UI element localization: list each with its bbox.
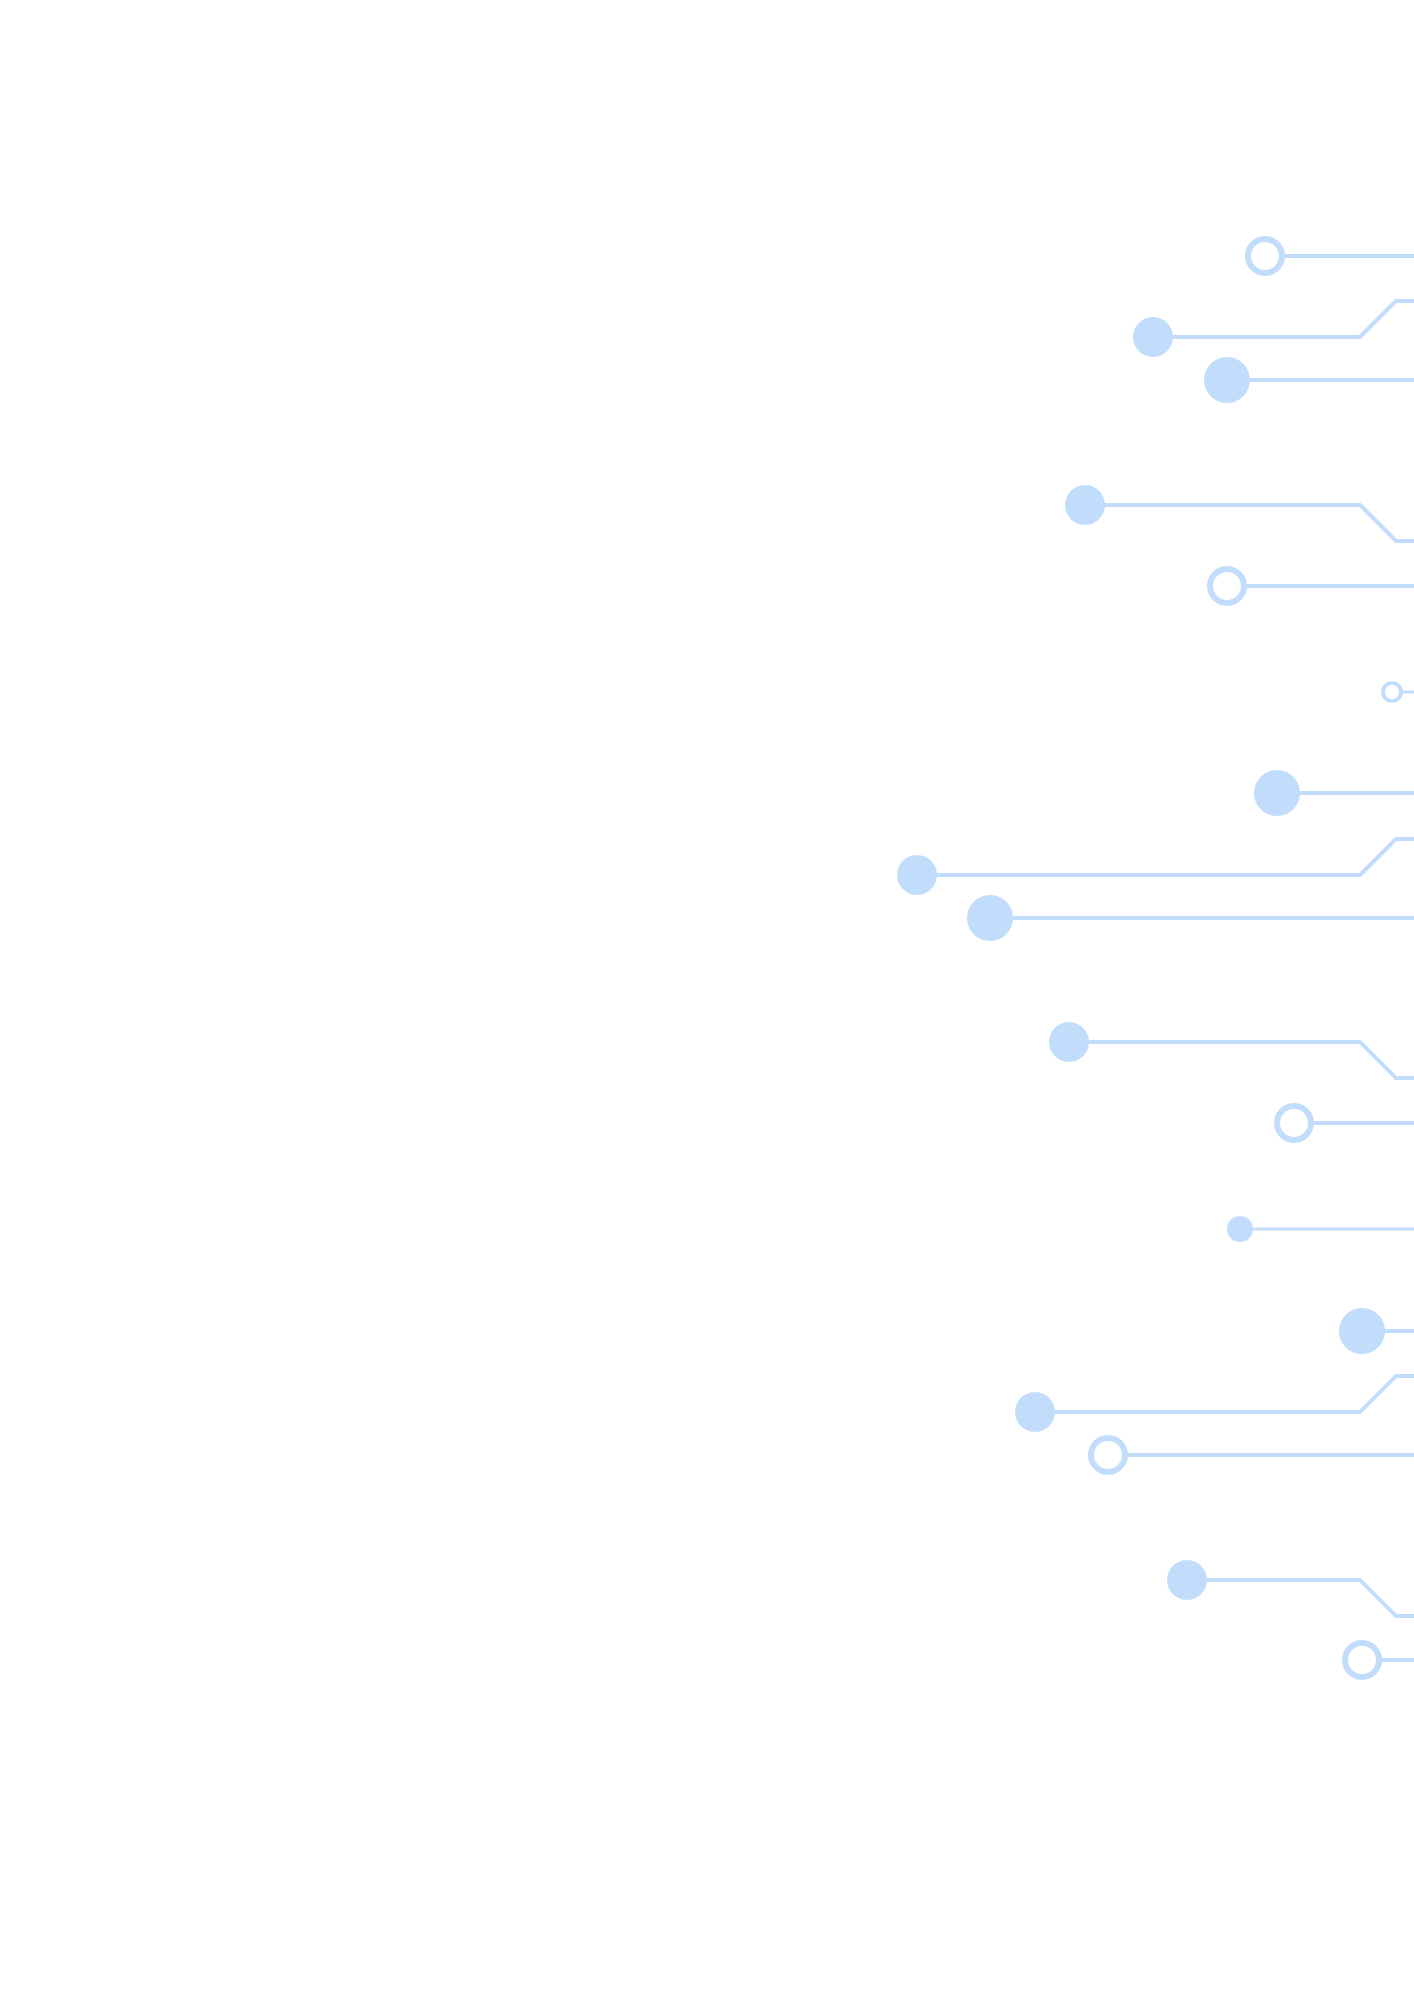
trace-node-dot <box>1204 357 1250 403</box>
trace-node-dot <box>1227 1216 1253 1242</box>
trace-node-ring <box>1245 236 1285 276</box>
trace-node-dot <box>967 895 1013 941</box>
trace-line <box>1153 299 1414 339</box>
trace-node-ring <box>1207 566 1247 606</box>
circuit-trace <box>1227 1216 1414 1242</box>
trace-node-ring <box>1381 681 1403 703</box>
circuit-trace <box>1088 1435 1414 1475</box>
trace-node-dot <box>897 855 937 895</box>
circuit-trace <box>1381 681 1414 703</box>
trace-line <box>917 837 1414 877</box>
circuit-trace <box>1207 566 1414 606</box>
trace-node-dot <box>1339 1308 1385 1354</box>
trace-node-dot <box>1049 1022 1089 1062</box>
circuit-trace <box>1339 1308 1414 1354</box>
trace-node-ring <box>1088 1435 1128 1475</box>
trace-line <box>1085 503 1414 543</box>
circuit-trace <box>1274 1103 1414 1143</box>
circuit-trace <box>1245 236 1414 276</box>
circuit-trace <box>897 837 1414 895</box>
trace-node-ring <box>1342 1640 1382 1680</box>
circuit-trace <box>1133 299 1414 357</box>
trace-node-ring <box>1274 1103 1314 1143</box>
circuit-trace <box>1065 485 1414 543</box>
trace-line <box>1187 1578 1414 1618</box>
circuit-trace <box>1254 770 1414 816</box>
trace-line <box>1035 1374 1414 1414</box>
trace-node-dot <box>1133 317 1173 357</box>
trace-node-dot <box>1065 485 1105 525</box>
circuit-trace <box>1204 357 1414 403</box>
circuit-trace <box>1049 1022 1414 1080</box>
trace-node-dot <box>1254 770 1300 816</box>
circuit-trace <box>1167 1560 1414 1618</box>
circuit-trace <box>1015 1374 1414 1432</box>
circuit-trace <box>1342 1640 1414 1680</box>
trace-node-dot <box>1167 1560 1207 1600</box>
circuit-trace <box>967 895 1414 941</box>
trace-line <box>1069 1040 1414 1080</box>
trace-node-dot <box>1015 1392 1055 1432</box>
